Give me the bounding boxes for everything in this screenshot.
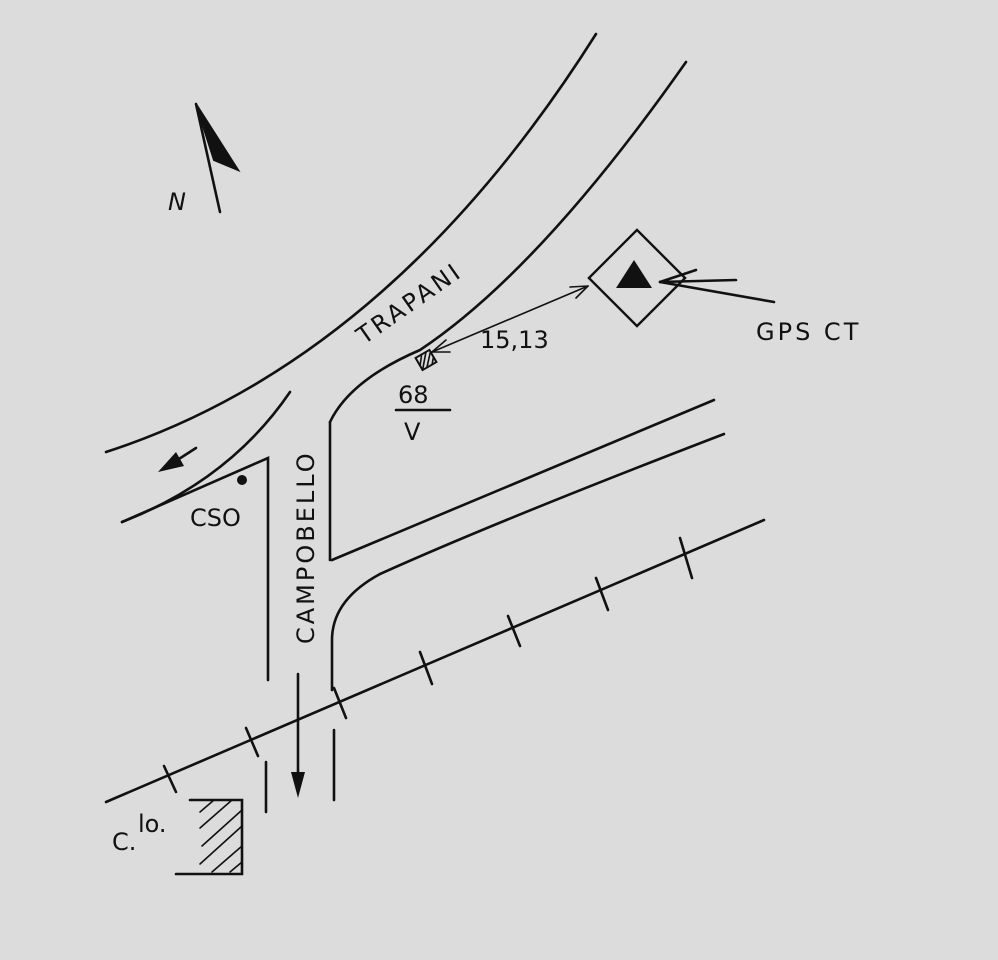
direction-arrow-west [158,446,198,472]
building-hatch [199,799,243,873]
road-campobello-label: CAMPOBELLO [292,450,320,644]
campobello-left-edge [120,456,270,682]
trapani-outer-edge [104,32,598,454]
trapani-inner-edge-upper [328,60,688,424]
distance-label: 15,13 [480,326,549,354]
side-road [330,398,726,576]
building-label-c: C. [112,828,136,856]
south-arrow-head-icon [291,772,305,798]
north-label: N [168,188,186,216]
benchmark-marker-icon [414,348,438,372]
building-label-lo: lo. [138,810,167,838]
cso-dot-icon [237,475,247,485]
benchmark-number: 68 [398,381,429,409]
north-arrow: N [168,102,241,216]
road-campobello: CAMPOBELLO [120,420,382,814]
railway [104,518,766,804]
north-arrow-head-icon [195,103,241,173]
cso-point: CSO [190,475,247,532]
gps-label: GPS CT [756,318,861,346]
gps-point: GPS CT [587,228,861,346]
distance-measure: 15,13 [431,285,589,354]
gps-triangle-icon [616,260,652,288]
cso-label: CSO [190,504,241,532]
benchmark-letter: V [404,418,421,446]
west-arrow-head-icon [158,452,184,472]
building: C. lo. [112,798,244,876]
benchmark: 68 V [394,348,452,446]
gps-diamond-icon [587,228,687,328]
